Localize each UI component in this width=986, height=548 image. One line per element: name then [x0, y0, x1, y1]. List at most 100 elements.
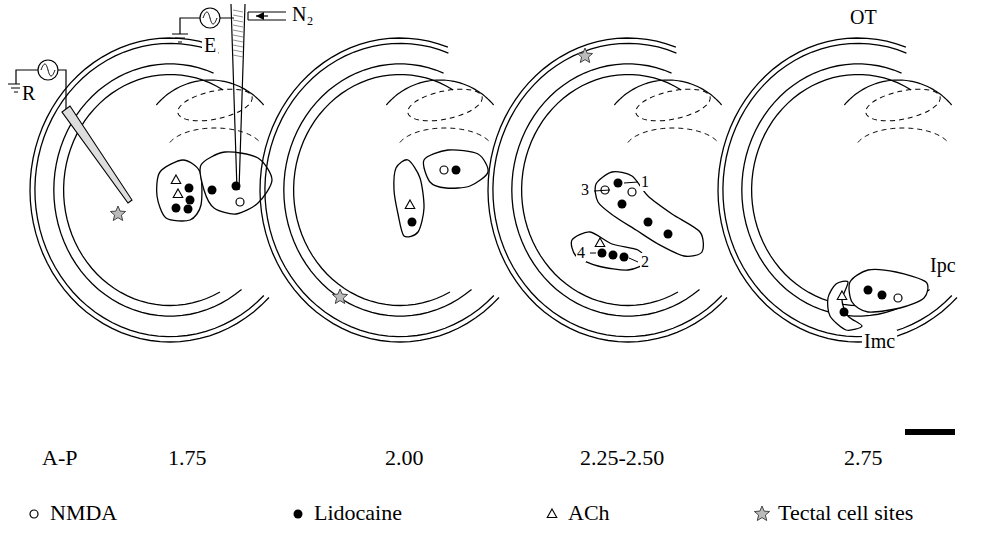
legend-symbol-shape — [754, 506, 769, 521]
leader-line — [590, 182, 638, 262]
legend-text: Lidocaine — [314, 500, 402, 526]
ipc-nucleus — [423, 150, 488, 188]
lidocaine-site — [878, 291, 887, 300]
legend-text: NMDA — [50, 500, 117, 526]
dashed-boundary — [628, 128, 718, 142]
ach-site — [837, 291, 847, 300]
tectal-layer — [265, 43, 494, 336]
imc-nucleus — [571, 232, 646, 270]
pipette-fill — [233, 20, 243, 22]
lidocaine-site — [186, 196, 195, 205]
pipette-fill — [233, 15, 243, 17]
sine-symbol — [41, 64, 55, 76]
electrodes — [8, 4, 286, 203]
nmda-site — [440, 166, 448, 174]
gas-label: N₂ — [290, 3, 315, 25]
dashed-boundary — [170, 128, 260, 142]
gas-tube — [248, 12, 286, 20]
tectal-layer — [493, 43, 722, 336]
tectal-layer — [54, 64, 242, 316]
callout-number: 4 — [576, 244, 586, 262]
ground-wire — [8, 70, 66, 109]
tectal-layer — [512, 64, 700, 316]
tectal-layer — [718, 38, 957, 342]
legend-symbol — [288, 503, 308, 523]
tectal-cell-site — [332, 289, 347, 304]
lidocaine-site — [408, 218, 417, 227]
nmda-site — [894, 294, 902, 302]
pipette-fill — [233, 25, 243, 27]
lidocaine-site — [644, 218, 653, 227]
lidocaine-site — [864, 286, 873, 295]
ach-site — [405, 200, 415, 209]
dashed-region — [405, 83, 485, 126]
structure-label: Ipc — [928, 254, 958, 276]
electrode-label: R — [20, 82, 37, 104]
electrode-label: E — [202, 34, 218, 56]
pipette-fill — [233, 45, 243, 47]
ach-site — [171, 175, 181, 184]
tectal-layer — [742, 64, 930, 316]
legend-entry: NMDA — [24, 500, 117, 526]
coordinate-label: 1.75 — [166, 446, 209, 470]
brain-section — [718, 38, 957, 342]
coordinate-label: 2.75 — [842, 446, 885, 470]
tectal-cell-site — [110, 206, 125, 221]
ach-site — [595, 238, 605, 247]
lidocaine-site — [184, 205, 193, 214]
lidocaine-site — [232, 182, 241, 191]
ipc-nucleus — [849, 270, 928, 313]
legend-entry: Lidocaine — [288, 500, 402, 526]
lidocaine-site — [208, 186, 217, 195]
imc-nucleus — [157, 160, 202, 221]
legend-symbol — [24, 503, 44, 523]
scale-bar — [905, 429, 955, 435]
lidocaine-site — [609, 251, 618, 260]
brain-section — [488, 38, 727, 342]
legend-symbol-shape — [547, 509, 557, 518]
legend-symbol-shape — [30, 510, 38, 518]
section-outlines — [30, 38, 957, 342]
callout-number: 2 — [640, 253, 650, 271]
legend-text: Tectal cell sites — [778, 500, 913, 526]
legend-symbol-shape — [294, 510, 303, 519]
lidocaine-site — [614, 179, 623, 188]
ach-site — [173, 189, 183, 198]
structure-label: Imc — [862, 330, 897, 352]
tectal-layer — [488, 38, 727, 342]
legend-symbol — [542, 503, 562, 523]
lidocaine-site — [664, 230, 673, 239]
dashed-region — [863, 83, 943, 126]
lidocaine-site — [618, 200, 627, 209]
pipette-fill — [233, 55, 243, 57]
brain-section — [260, 38, 499, 342]
tectal-cell-site — [577, 48, 592, 63]
ejection-pipette — [231, 4, 245, 190]
coordinate-label: 2.25-2.50 — [578, 446, 666, 470]
dashed-boundary — [400, 128, 490, 142]
amplifier-symbol — [38, 60, 58, 80]
callout-number: 1 — [640, 173, 650, 191]
lidocaine-site — [452, 166, 461, 175]
tectal-layer — [260, 38, 499, 342]
structure-label: OT — [848, 6, 879, 28]
nmda-site — [236, 198, 244, 206]
lidocaine-site — [172, 204, 181, 213]
lidocaine-site — [185, 184, 194, 193]
legend-entry: ACh — [542, 500, 610, 526]
legend-symbol — [752, 503, 772, 523]
recording-electrode — [62, 106, 132, 203]
tectal-layer — [294, 75, 454, 306]
dashed-region — [175, 83, 255, 126]
coordinate-label: 2.00 — [383, 446, 426, 470]
tectal-layer — [522, 75, 682, 306]
dashed-region — [633, 83, 713, 126]
pipette-fill — [233, 10, 243, 12]
tectal-layer — [64, 75, 224, 306]
ipc-nucleus — [595, 172, 703, 257]
injection-sites — [110, 48, 902, 317]
callout-number: 3 — [580, 181, 590, 199]
legend-entry: Tectal cell sites — [752, 500, 913, 526]
amplifier-symbol — [200, 8, 220, 28]
